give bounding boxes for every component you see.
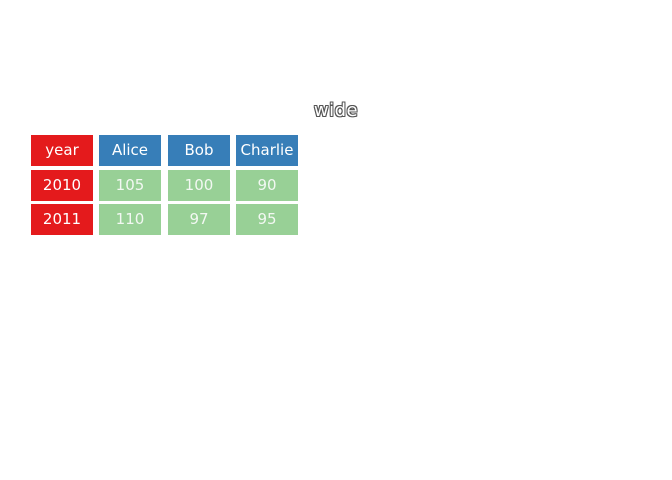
header-cell-year: year: [31, 135, 93, 166]
value-cell: 105: [99, 170, 161, 201]
key-cell-2011: 2011: [31, 204, 93, 235]
header-cell-bob: Bob: [168, 135, 230, 166]
value-cell: 110: [99, 204, 161, 235]
header-cell-charlie: Charlie: [236, 135, 298, 166]
value-cell: 100: [168, 170, 230, 201]
value-cell: 97: [168, 204, 230, 235]
key-cell-2010: 2010: [31, 170, 93, 201]
diagram-title: wide: [313, 100, 359, 121]
value-cell: 90: [236, 170, 298, 201]
header-cell-alice: Alice: [99, 135, 161, 166]
value-cell: 95: [236, 204, 298, 235]
